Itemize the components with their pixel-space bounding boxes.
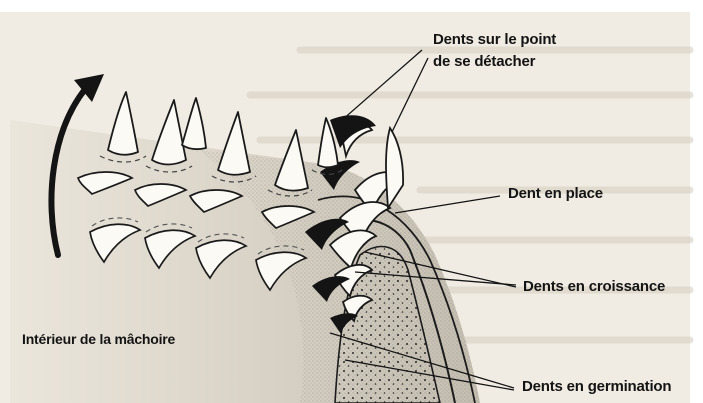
label-detaching-teeth-line1: Dents sur le point xyxy=(433,30,556,49)
label-germinating-teeth: Dents en germination xyxy=(522,377,671,396)
label-growing-teeth: Dents en croissance xyxy=(523,277,665,296)
label-detaching-teeth-line2: de se détacher xyxy=(433,52,535,71)
top-white-margin xyxy=(0,0,703,12)
label-jaw-interior: Intérieur de la mâchoire xyxy=(22,330,175,349)
label-tooth-in-place: Dent en place xyxy=(508,184,603,203)
